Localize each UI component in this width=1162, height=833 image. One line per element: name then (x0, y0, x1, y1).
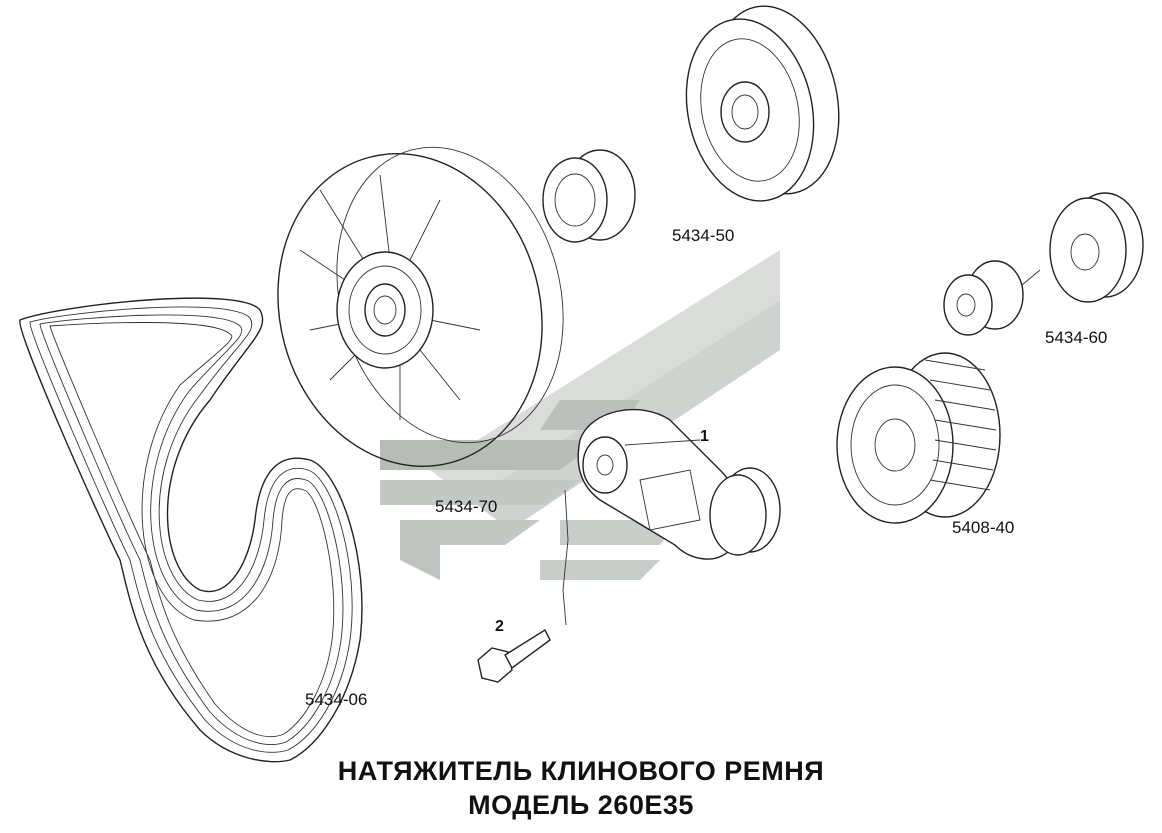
tensioner-callout-number: 1 (700, 428, 709, 445)
crank-pulley-drawing (542, 5, 840, 243)
tensioner-drawing (577, 408, 781, 560)
fan-pulley-drawing (277, 146, 564, 467)
diagram-title-line-1: НАТЯЖИТЕЛЬ КЛИНОВОГО РЕМНЯ (337, 756, 825, 786)
bolt-callout-number: 2 (495, 618, 504, 635)
belt-label: 5434-06 (305, 690, 368, 709)
idler-pulley-label: 5434-60 (1045, 328, 1108, 347)
belt-drawing (19, 297, 363, 763)
alternator-pulley-drawing (836, 352, 1001, 524)
fan-pulley-label: 5434-70 (435, 497, 498, 516)
diagram-title-line-2: МОДЕЛЬ 260Е35 (468, 790, 694, 820)
idler-pulley-drawing (943, 192, 1144, 336)
alternator-pulley-label: 5408-40 (952, 518, 1015, 537)
crank-pulley-label: 5434-50 (672, 226, 735, 245)
bolt-drawing (477, 489, 569, 683)
